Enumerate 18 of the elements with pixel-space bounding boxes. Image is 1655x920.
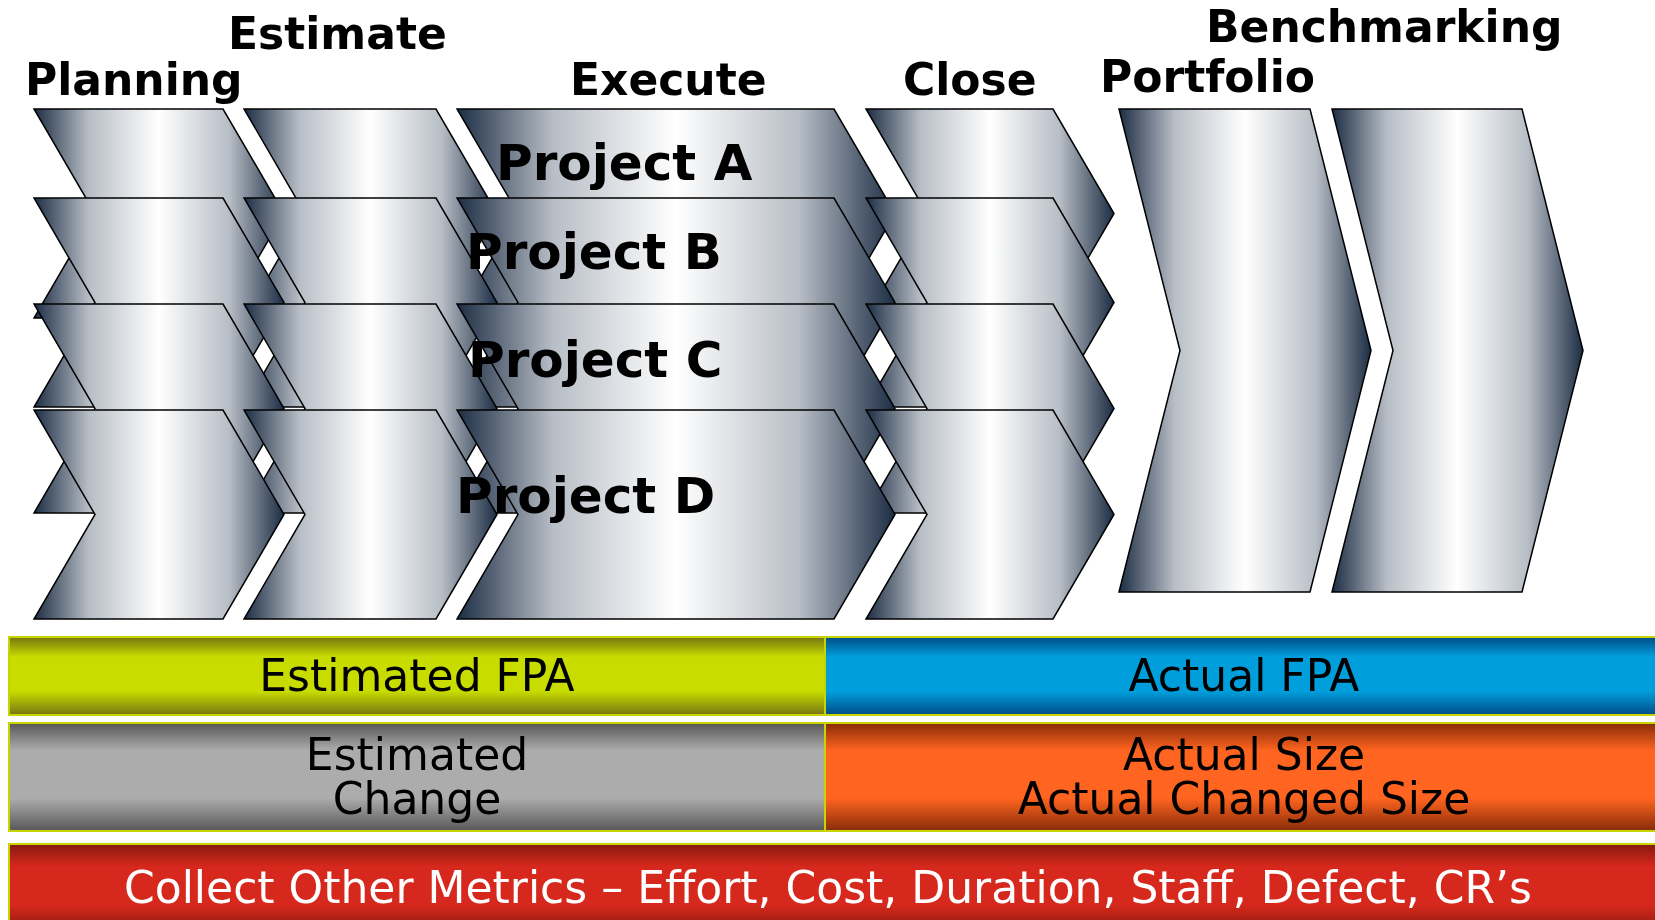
project-label: Project A (496, 138, 753, 188)
band-label: Collect Other Metrics – Effort, Cost, Duration, Staff, Defect, CR’s (124, 866, 1532, 910)
metric-band (8, 722, 826, 832)
band-label: Estimated FPA (259, 654, 575, 698)
band-label: Actual Size (1122, 733, 1366, 777)
metric-band (824, 636, 1655, 716)
phase-heading: Planning (25, 58, 243, 102)
band-label: Actual FPA (1128, 654, 1360, 698)
metric-band (8, 843, 1655, 920)
phase-heading: Estimate (228, 12, 447, 56)
stage-heading: Portfolio (1100, 55, 1315, 99)
phase-heading: Execute (570, 58, 767, 102)
metric-band (824, 722, 1655, 832)
stage-heading: Benchmarking (1206, 5, 1563, 49)
metric-band (8, 636, 826, 716)
phase-heading: Close (903, 58, 1037, 102)
band-label: Actual Changed Size (1017, 777, 1471, 821)
band-label: Estimated Change (304, 733, 530, 821)
